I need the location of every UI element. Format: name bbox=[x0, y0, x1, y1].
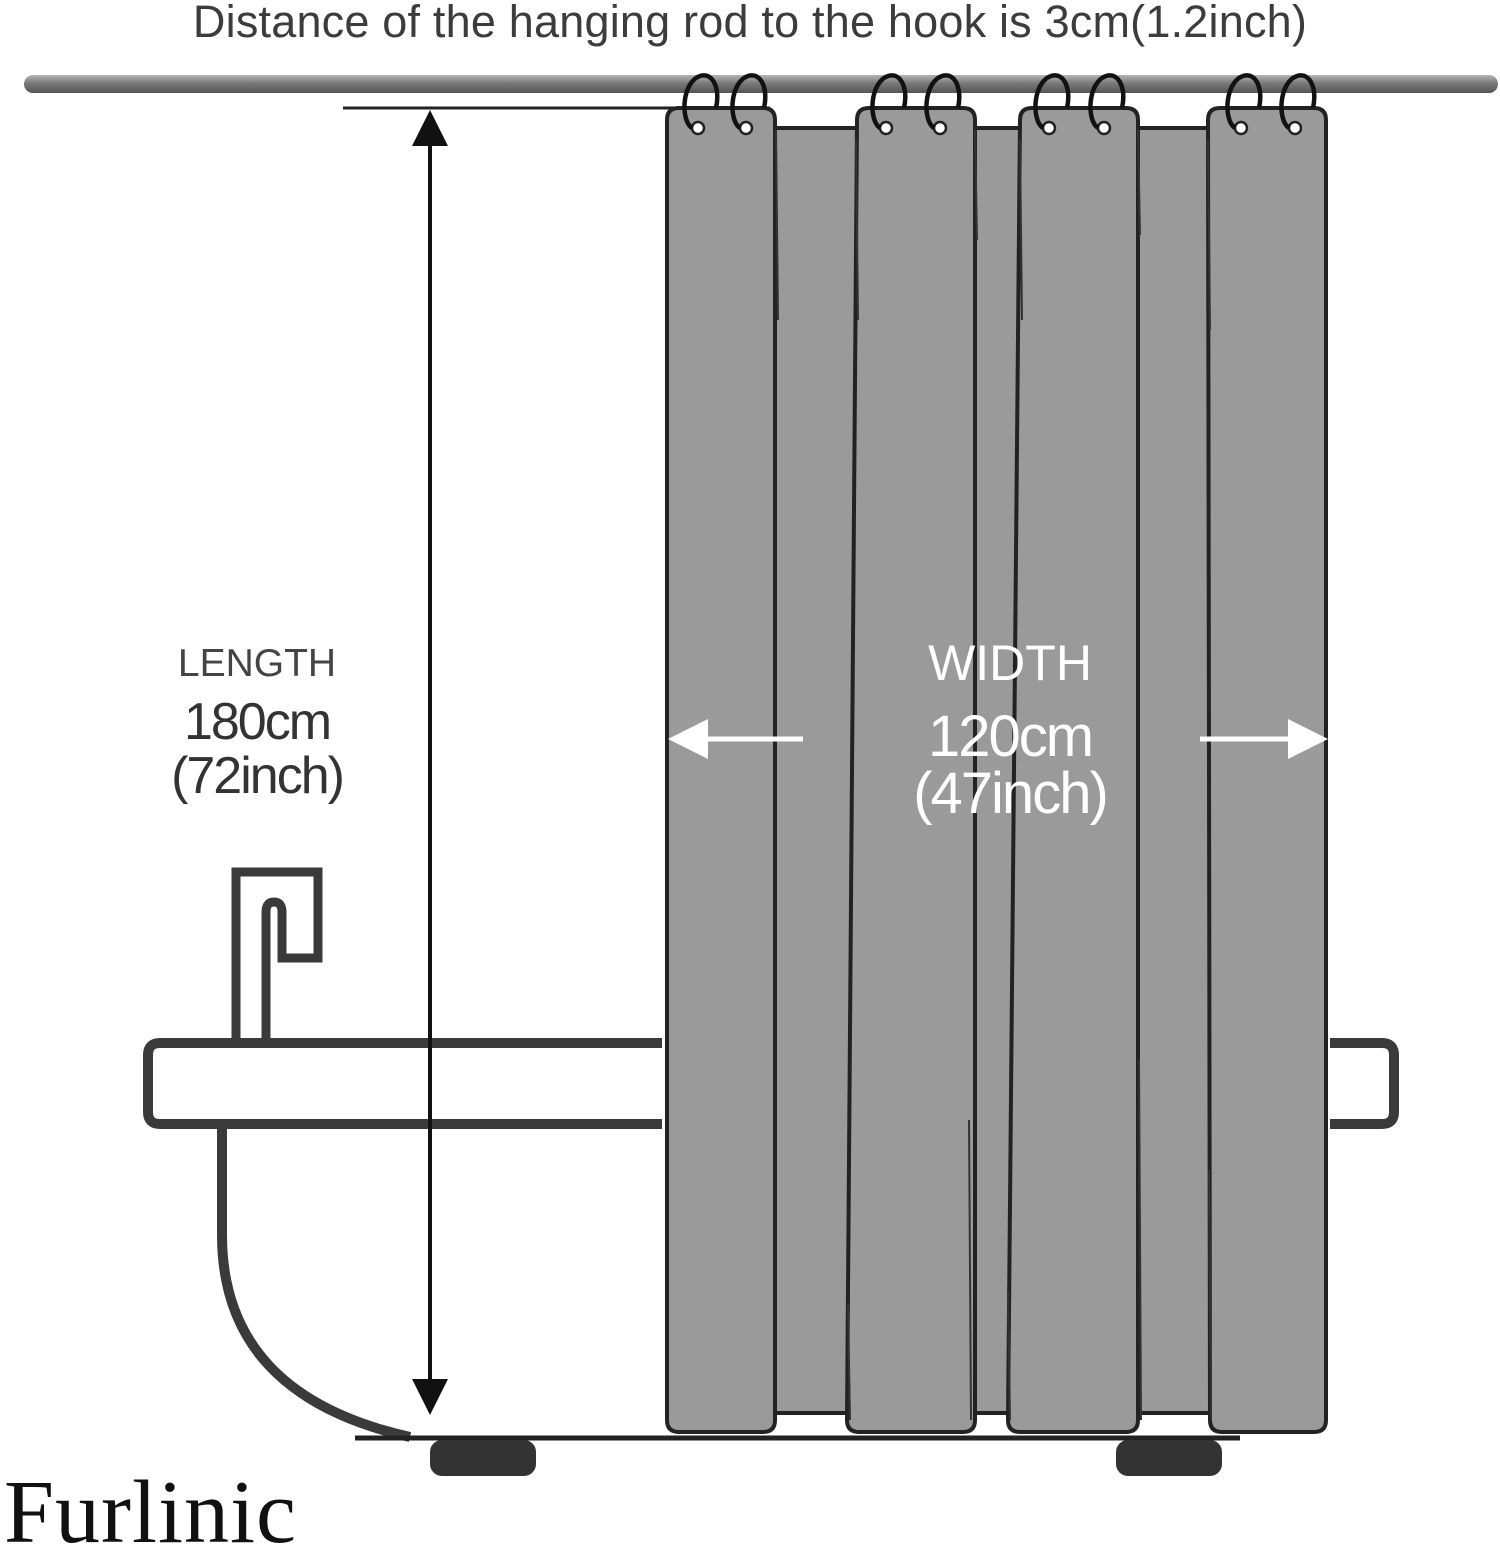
curtain-ring-icon bbox=[870, 73, 908, 136]
width-arrows bbox=[668, 719, 1328, 759]
length-label: LENGTH bbox=[177, 642, 337, 685]
curtain-rings bbox=[682, 73, 1317, 136]
caption-rod-distance: Distance of the hanging rod to the hook … bbox=[192, 0, 1308, 47]
double-arrow-icon bbox=[412, 110, 448, 1415]
tub-feet bbox=[430, 1440, 1222, 1476]
curtain-ring-icon bbox=[1033, 73, 1071, 136]
curtain-ring-icon bbox=[682, 73, 720, 136]
curtain-ring-icon bbox=[1225, 73, 1263, 136]
curtain-ring-icon bbox=[1279, 73, 1317, 136]
faucet-icon bbox=[231, 867, 323, 1040]
length-metric: 180cm bbox=[183, 693, 332, 751]
curtain-ring-icon bbox=[924, 73, 962, 136]
shower-curtain bbox=[665, 106, 1328, 1434]
bathtub-icon bbox=[143, 1038, 1399, 1442]
length-imperial: (72inch) bbox=[171, 747, 345, 805]
width-metric: 120cm bbox=[927, 704, 1094, 769]
curtain-ring-icon bbox=[1088, 73, 1126, 136]
brand-logo: Furlinic bbox=[4, 1463, 297, 1562]
curtain-ring-icon bbox=[730, 73, 768, 136]
width-label: WIDTH bbox=[928, 635, 1092, 691]
width-imperial: (47inch) bbox=[913, 761, 1109, 826]
